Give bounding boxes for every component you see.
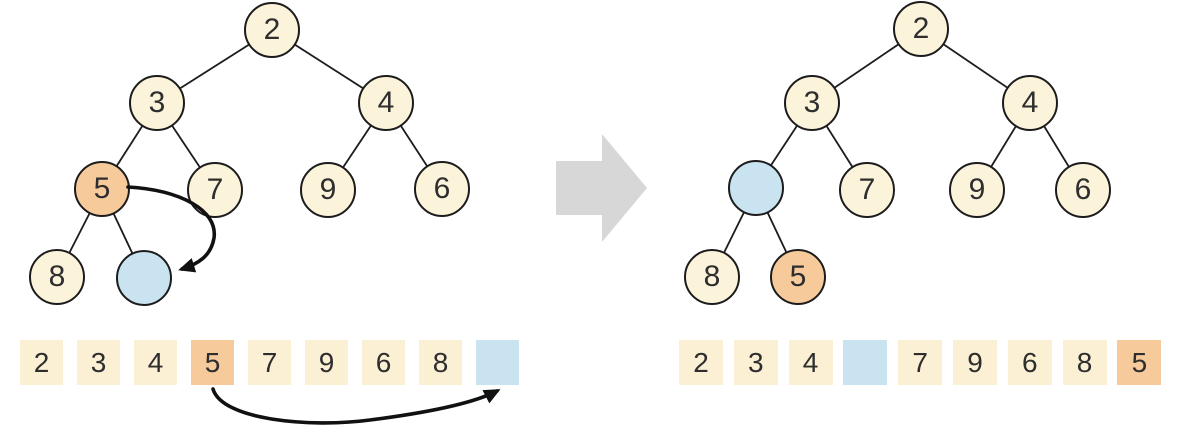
tree-node-9: 9 bbox=[949, 162, 1005, 218]
array-cell-5: 5 bbox=[1117, 340, 1162, 385]
array-cell-7: 7 bbox=[248, 340, 291, 385]
array-cell-empty bbox=[476, 340, 519, 385]
tree-node-2: 2 bbox=[893, 1, 949, 57]
array-cell-4: 4 bbox=[134, 340, 177, 385]
array-swap-arrow bbox=[211, 387, 501, 425]
array-cell-8: 8 bbox=[419, 340, 462, 385]
array-cell-2: 2 bbox=[679, 340, 723, 385]
tree-node-6: 6 bbox=[414, 161, 470, 217]
tree-node-8: 8 bbox=[29, 249, 85, 305]
array-cell-8: 8 bbox=[1062, 340, 1107, 385]
array-cell-3: 3 bbox=[77, 340, 120, 385]
tree-node-6: 6 bbox=[1055, 162, 1111, 218]
array-cell-2: 2 bbox=[20, 340, 63, 385]
array-cell-5: 5 bbox=[191, 340, 234, 385]
tree-node-empty bbox=[728, 160, 784, 216]
array-cell-9: 9 bbox=[305, 340, 348, 385]
array-cell-7: 7 bbox=[898, 340, 943, 385]
tree-node-2: 2 bbox=[244, 2, 300, 58]
tree-node-5: 5 bbox=[74, 161, 130, 217]
tree-node-8: 8 bbox=[684, 249, 740, 305]
transition-arrow-icon bbox=[556, 134, 647, 242]
tree-node-7: 7 bbox=[187, 162, 243, 218]
array-cell-empty bbox=[843, 340, 888, 385]
tree-node-7: 7 bbox=[839, 162, 895, 218]
tree-node-5: 5 bbox=[770, 249, 826, 305]
tree-node-3: 3 bbox=[129, 75, 185, 131]
tree-node-empty bbox=[116, 250, 172, 306]
tree-node-4: 4 bbox=[1002, 75, 1058, 131]
array-cell-4: 4 bbox=[788, 340, 833, 385]
tree-node-4: 4 bbox=[358, 75, 414, 131]
array-cell-6: 6 bbox=[1007, 340, 1052, 385]
tree-node-3: 3 bbox=[784, 75, 840, 131]
array-cell-9: 9 bbox=[953, 340, 997, 385]
tree-node-9: 9 bbox=[300, 162, 356, 218]
array-cell-3: 3 bbox=[733, 340, 778, 385]
array-cell-6: 6 bbox=[362, 340, 405, 385]
